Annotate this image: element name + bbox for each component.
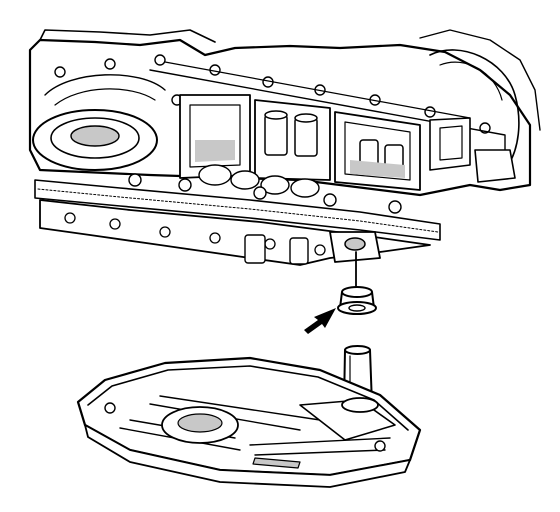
oil-filter-icon	[76, 345, 422, 488]
seal-ring-icon	[337, 286, 377, 315]
arrow-icon	[304, 308, 336, 334]
valve-body-icon	[34, 94, 441, 266]
